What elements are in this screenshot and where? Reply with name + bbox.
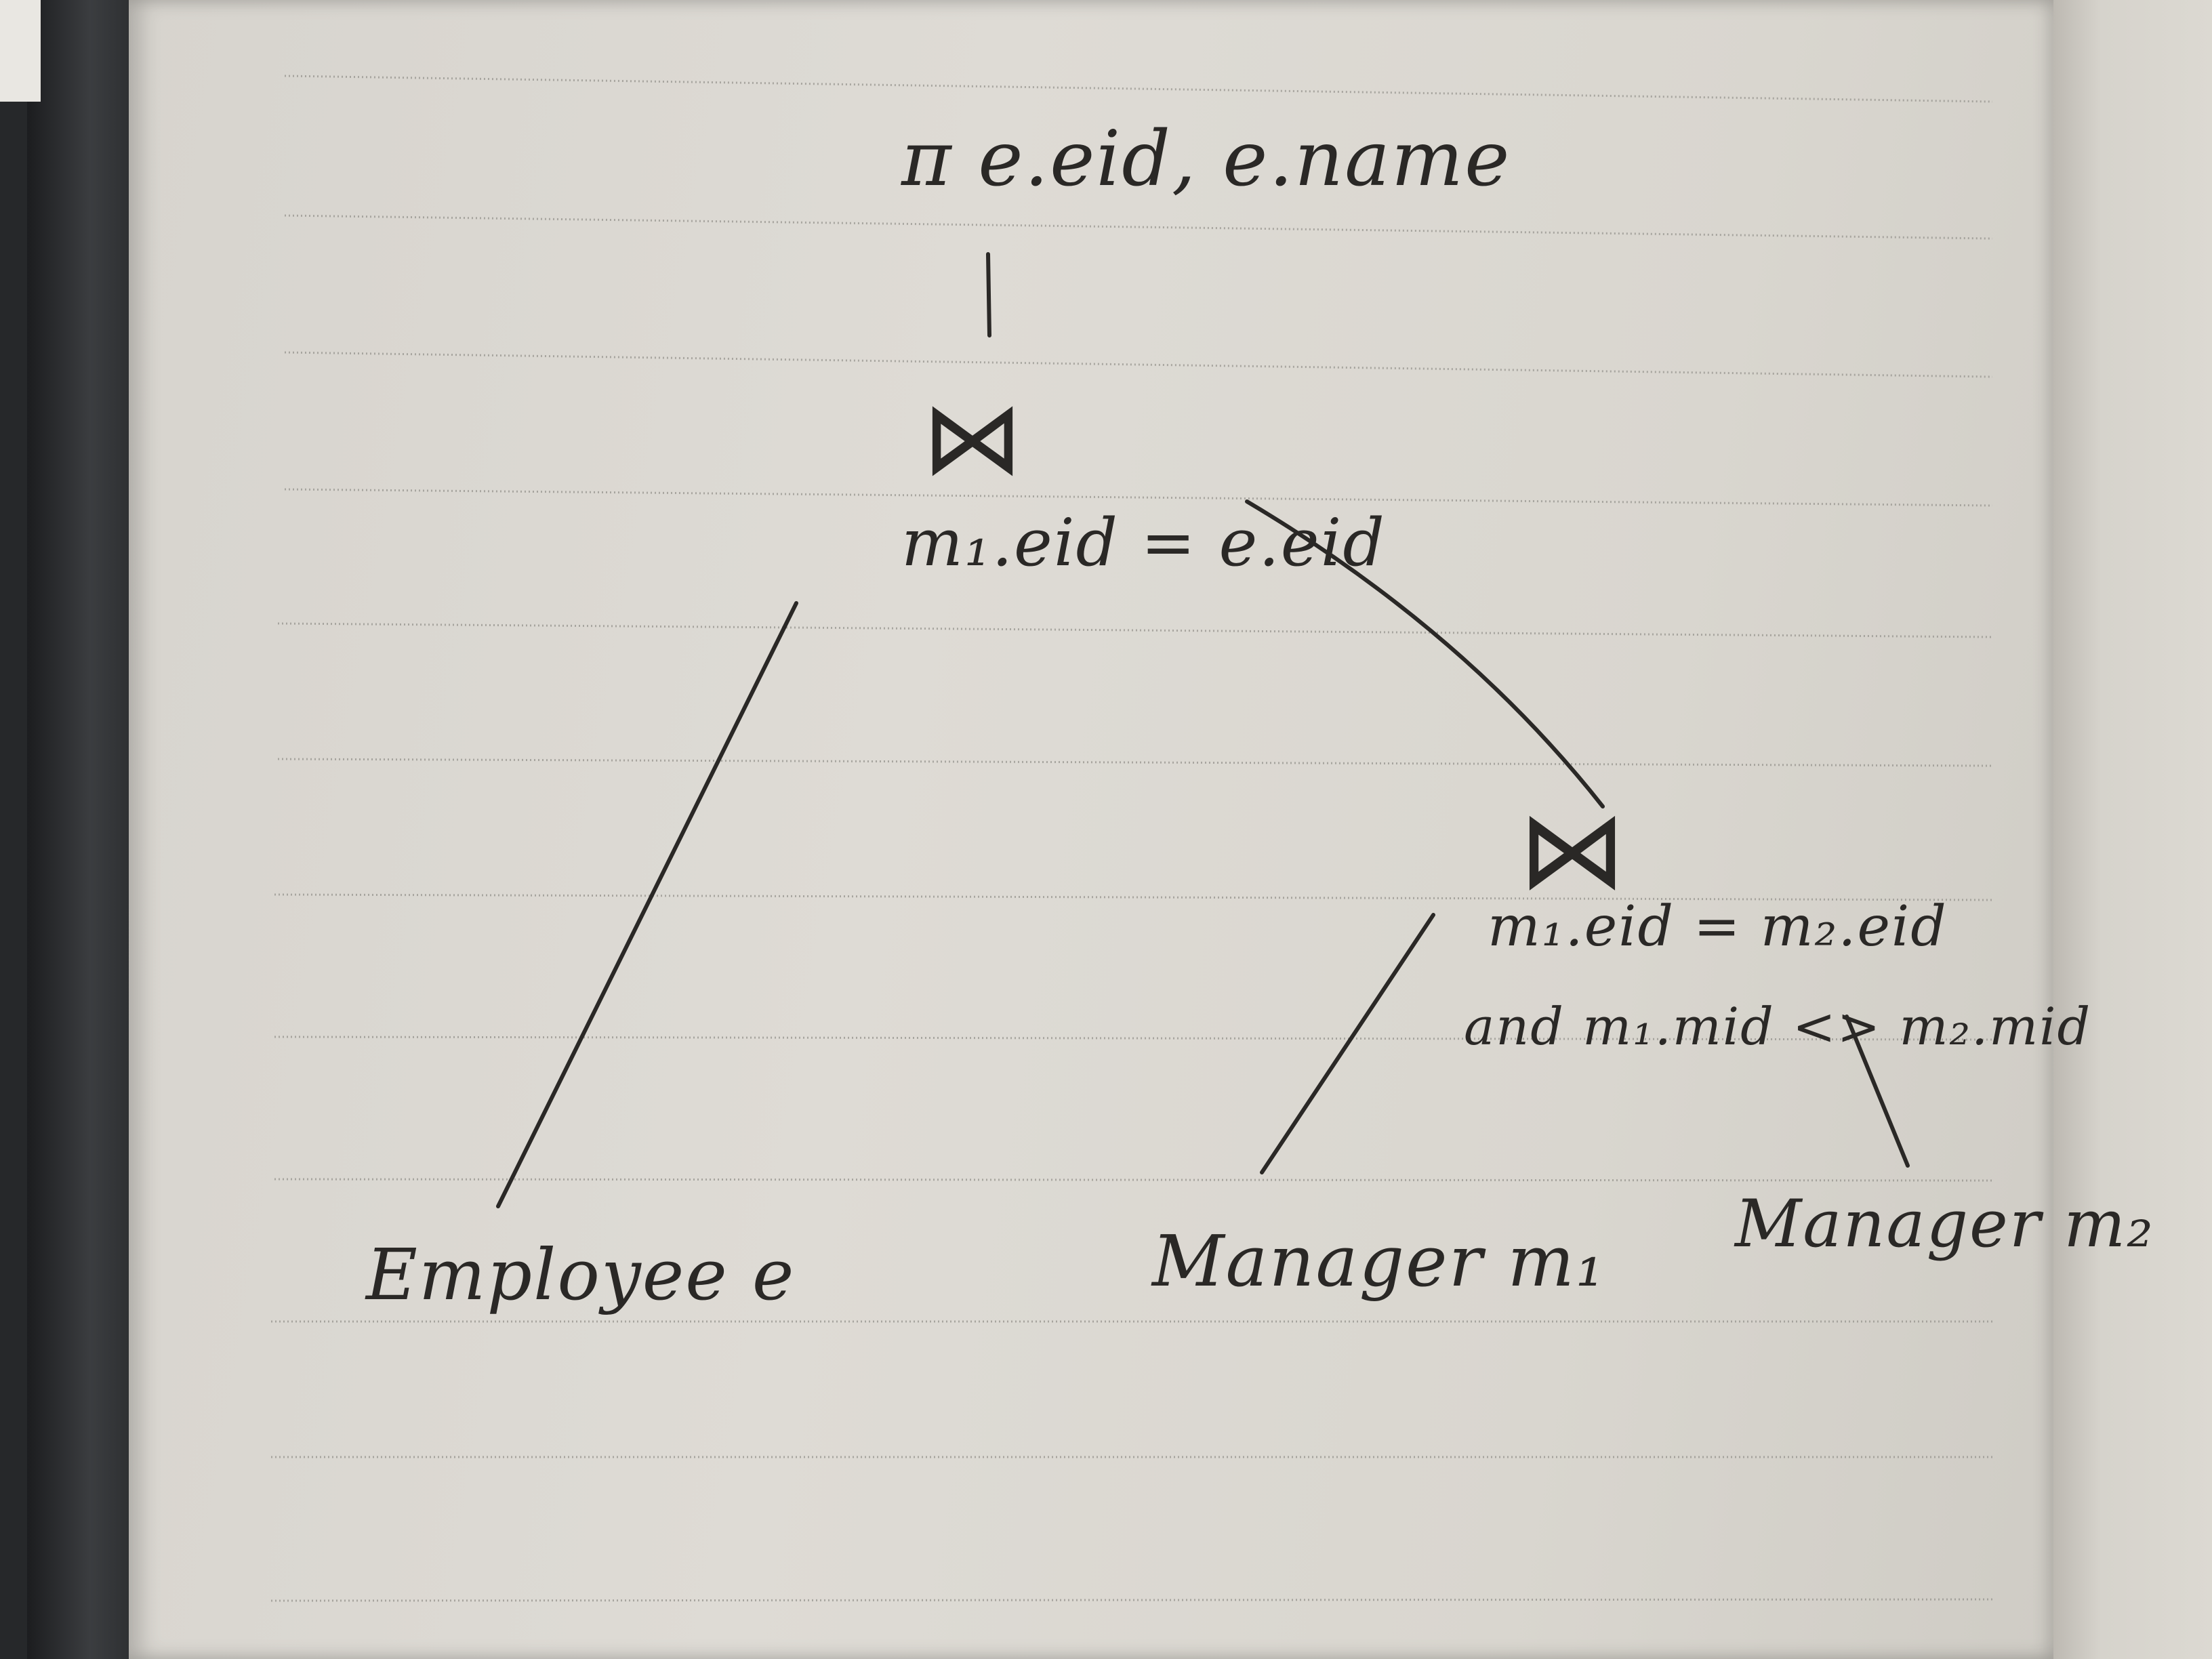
leaf-manager-1: Manager m₁ — [1152, 1220, 1605, 1303]
edge-join-to-inner-join — [1245, 499, 1605, 808]
edge-inner-join-to-manager2 — [1845, 1015, 1910, 1168]
projection-label: π e.eid, e.name — [901, 115, 1511, 203]
join-symbol-inner: ⋈ — [1518, 786, 1626, 913]
ruled-lines — [270, 75, 1993, 1602]
facing-page-edge — [2053, 0, 2212, 1659]
outer-join-condition: m₁.eid = e.eid — [901, 505, 1386, 581]
rule-line — [284, 351, 1993, 378]
notebook-page — [129, 0, 2053, 1659]
rule-line — [284, 75, 1993, 103]
rule-line — [277, 622, 1993, 638]
rule-line — [284, 488, 1993, 507]
notebook-binder — [27, 0, 142, 1659]
leaf-employee: Employee e — [366, 1233, 796, 1316]
rule-line — [274, 1178, 1993, 1182]
edge-join-to-employee — [496, 601, 798, 1208]
binder-tab — [0, 0, 41, 102]
leaf-manager-2: Manager m₂ — [1735, 1186, 2154, 1262]
edge-inner-join-to-manager1 — [1260, 913, 1435, 1174]
join-symbol-outer: ⋈ — [922, 380, 1023, 497]
inner-join-condition-2: and m₁.mid <> m₂.mid — [1464, 996, 2092, 1057]
inner-join-condition-1: m₁.eid = m₂.eid — [1488, 895, 1948, 959]
rule-line — [284, 214, 1993, 240]
edge-projection-to-join — [986, 252, 991, 337]
rule-line — [274, 893, 1993, 901]
rule-line — [270, 1598, 1993, 1602]
rule-line — [277, 758, 1993, 767]
rule-line — [274, 1036, 1993, 1041]
